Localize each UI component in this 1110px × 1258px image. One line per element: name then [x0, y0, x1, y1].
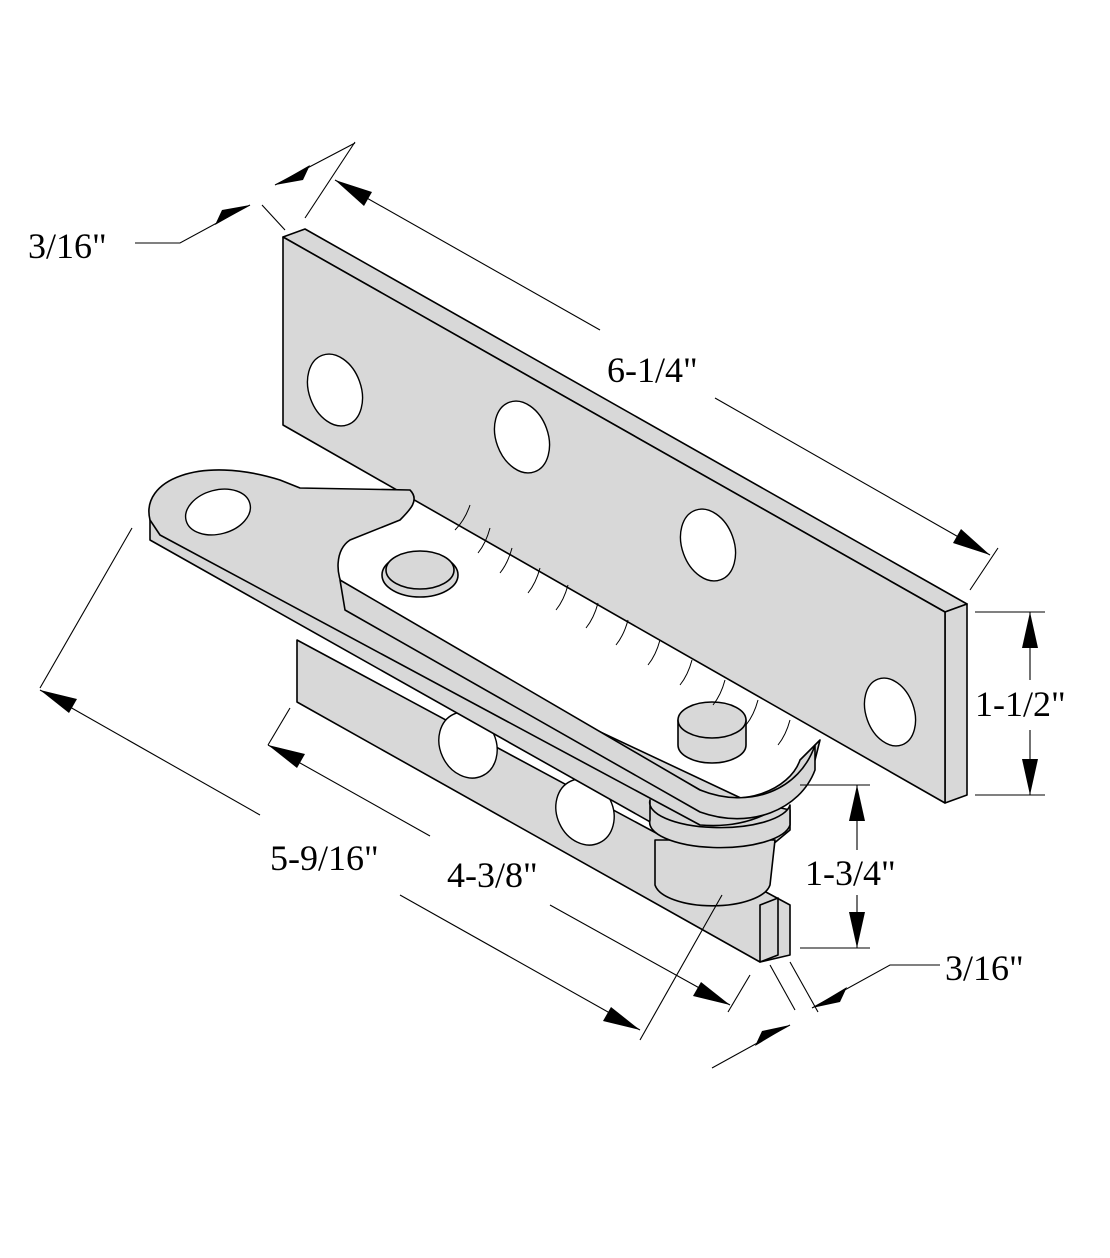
pin-top [381, 550, 459, 598]
dimension-label-leaf-length: 6-1/4" [607, 350, 698, 390]
dimension-label-top-thickness: 3/16" [28, 226, 107, 266]
pin-bottom [677, 701, 747, 764]
leaf-hole [306, 353, 917, 747]
dimension-label-lower-leaf-length: 4-3/8" [447, 855, 538, 895]
pivot-arm [148, 469, 821, 907]
upper-leaf [282, 228, 968, 804]
dimension-lines [39, 141, 1045, 1069]
dimension-label-pivot-height: 1-3/4" [805, 853, 896, 893]
dimension-label-arm-length: 5-9/16" [270, 838, 379, 878]
pivot-barrel [648, 799, 791, 907]
dimension-label-leaf-height: 1-1/2" [975, 684, 1066, 724]
dimension-label-bottom-thickness: 3/16" [945, 948, 1024, 988]
